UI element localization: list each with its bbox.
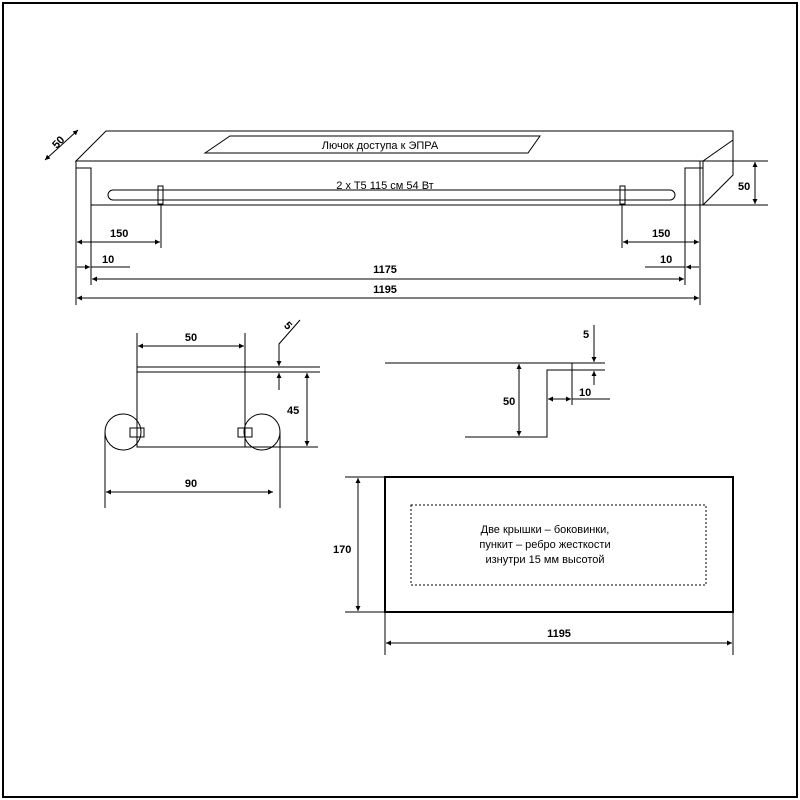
dim-left-wall: 10 bbox=[102, 254, 114, 266]
note-line-3: изнутри 15 мм высотой bbox=[485, 554, 604, 566]
stiffener-rib bbox=[410, 504, 707, 586]
luminaire-side-view: 50 5 45 90 bbox=[104, 320, 320, 508]
lamp-label: 2 x T5 115 см 54 Вт bbox=[336, 180, 433, 192]
dim-depth: 50 bbox=[50, 134, 67, 151]
note-line-1: Две крышки – боковинки, bbox=[481, 524, 610, 536]
end-cap-view: Две крышки – боковинки, пункит – ребро ж… bbox=[333, 476, 734, 655]
dim-width: 50 bbox=[185, 332, 197, 344]
dim-inner-length: 1175 bbox=[373, 264, 397, 276]
dim-profile-step: 10 bbox=[579, 387, 591, 399]
dim-cap-length: 1195 bbox=[547, 628, 571, 640]
hatch-label: Лючок доступа к ЭПРА bbox=[322, 140, 439, 152]
lamp-holder-left bbox=[157, 185, 164, 205]
dim-height-45: 45 bbox=[287, 405, 299, 417]
dim-right-offset: 150 bbox=[652, 228, 670, 240]
lamp-holder-right bbox=[619, 185, 626, 205]
dim-overall: 90 bbox=[185, 478, 197, 490]
dim-profile-thickness: 5 bbox=[583, 329, 589, 341]
lamp-tube bbox=[107, 189, 676, 201]
dim-cap-height: 170 bbox=[333, 544, 351, 556]
dim-profile-height: 50 bbox=[503, 396, 515, 408]
dim-total-length: 1195 bbox=[373, 284, 397, 296]
dim-left-offset: 150 bbox=[110, 228, 128, 240]
dim-height: 50 bbox=[738, 181, 750, 193]
access-hatch bbox=[203, 135, 541, 154]
profile-view: 50 5 10 bbox=[385, 325, 610, 438]
dim-thickness: 5 bbox=[281, 320, 294, 333]
note-line-2: пункит – ребро жесткости bbox=[479, 539, 610, 551]
dim-right-wall: 10 bbox=[660, 254, 672, 266]
luminaire-front-view: Лючок доступа к ЭПРА 2 x T5 115 см 54 Вт… bbox=[44, 129, 768, 305]
